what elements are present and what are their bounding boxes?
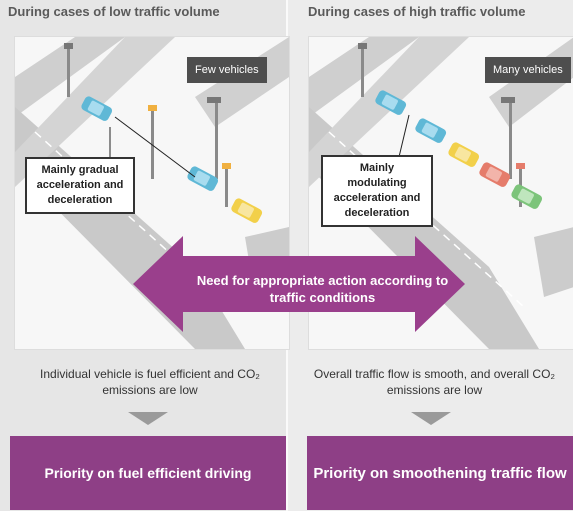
car-icon: [479, 162, 511, 187]
low-traffic-callout: Mainly gradual acceleration and decelera…: [25, 157, 135, 214]
car-icon: [187, 166, 219, 191]
left-panel-heading: During cases of low traffic volume: [8, 4, 220, 19]
car-icon: [375, 90, 407, 115]
callout-leader-line: [398, 114, 410, 158]
traffic-light-pole-icon: [207, 97, 221, 179]
road-lower-right: [534, 227, 573, 297]
many-vehicles-badge: Many vehicles: [485, 57, 571, 83]
car-icon: [511, 184, 543, 209]
car-icon: [81, 96, 113, 121]
car-icon: [231, 198, 263, 223]
traffic-light-pole-icon: [222, 163, 231, 207]
right-priority-box: Priority on smoothening traffic flow: [307, 436, 573, 510]
car-icon: [415, 118, 447, 143]
high-traffic-callout: Mainly modulating acceleration and decel…: [321, 155, 433, 227]
down-chevron-icon: [128, 412, 168, 425]
road-cross-left: [309, 37, 469, 187]
car-icon: [448, 142, 480, 167]
down-chevron-icon: [411, 412, 451, 425]
traffic-light-pole-icon: [358, 43, 367, 97]
traffic-light-pole-icon: [501, 97, 515, 179]
right-panel-heading: During cases of high traffic volume: [308, 4, 526, 19]
callout-leader-line: [114, 116, 196, 178]
traffic-light-pole-icon: [148, 105, 157, 179]
left-priority-box: Priority on fuel efficient driving: [10, 436, 286, 510]
few-vehicles-badge: Few vehicles: [187, 57, 267, 83]
center-arrow-text: Need for appropriate action according to…: [196, 273, 449, 305]
right-result-text: Overall traffic flow is smooth, and over…: [313, 367, 556, 397]
traffic-light-pole-icon: [64, 43, 73, 97]
left-result-text: Individual vehicle is fuel efficient and…: [40, 367, 260, 397]
